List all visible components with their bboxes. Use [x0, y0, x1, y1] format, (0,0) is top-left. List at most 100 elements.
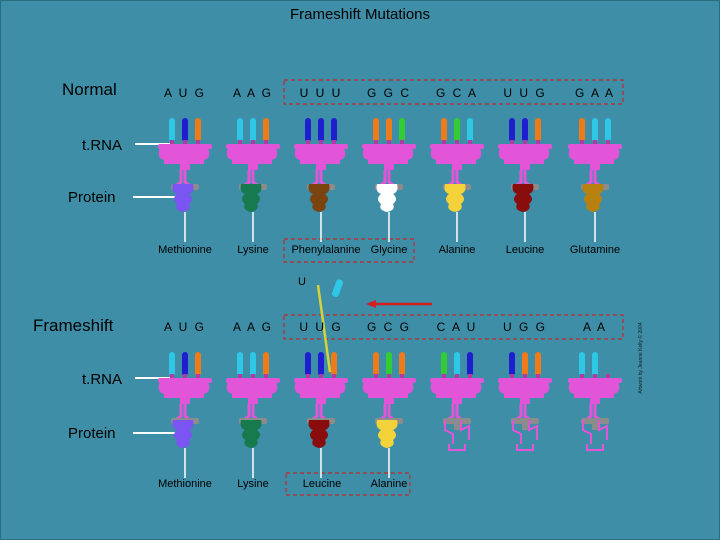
amino-acid-normal-2: [240, 184, 262, 242]
trna-frameshift-2: [226, 352, 280, 430]
trna-frameshift-4-stem: [400, 374, 404, 380]
trna-normal-5-anticodon-base: [454, 118, 460, 142]
trna-frameshift-1-clover: [158, 382, 210, 398]
codon-normal-6: U U G: [503, 86, 547, 100]
empty-trna-arm-5-foot: [448, 444, 466, 451]
trna-frameshift-3-stem: [332, 374, 336, 380]
amino-acid-normal-6: [512, 184, 534, 242]
trna-normal-7-stem: [580, 140, 584, 146]
trna-normal-7-stem: [606, 140, 610, 146]
trna-frameshift-3-stem: [319, 374, 323, 380]
trna-normal-3-anticodon-base: [331, 118, 337, 142]
trna-frameshift-6-anticodon-base: [535, 352, 541, 376]
trna-normal-5-anticodon-base: [467, 118, 473, 142]
amino-acid-label-frameshift-2: Lysine: [237, 478, 269, 490]
changed-protein-box-frameshift: [285, 472, 411, 496]
trna-frameshift-7-stem: [580, 374, 584, 380]
trna-frameshift-2-stem: [238, 374, 242, 380]
trna-frameshift-1-neck: [180, 396, 190, 404]
trna-normal-3-stem: [306, 140, 310, 146]
amino-acid-label-normal-3: Phenylalanine: [291, 244, 361, 256]
trna-frameshift-2-stem: [251, 374, 255, 380]
trna-normal-2-neck: [248, 162, 258, 170]
trna-frameshift-6-ribosome-stub: [522, 424, 528, 430]
trna-frameshift-2-anticodon-base: [237, 352, 243, 376]
codon-normal-7: G A A: [574, 86, 616, 100]
trna-frameshift-6-neck: [520, 396, 530, 404]
trna-frameshift-5-stem: [442, 374, 446, 380]
trna-frameshift-5-anticodon-base: [441, 352, 447, 376]
trna-frameshift-6: [498, 352, 552, 430]
trna-frameshift-7-ribosome-stub: [592, 424, 598, 430]
trna-frameshift-5-anticodon-base: [454, 352, 460, 376]
trna-frameshift-1-stem: [170, 374, 174, 380]
empty-trna-arm-6-foot: [516, 444, 534, 451]
trna-normal-7-clover: [568, 148, 620, 164]
trna-frameshift-6-ribosome-bar: [511, 418, 539, 424]
codon-frameshift-5: C A U: [436, 320, 478, 334]
trna-normal-7-anticodon-base: [605, 118, 611, 142]
trna-frameshift-5-stem: [455, 374, 459, 380]
trna-normal-5-stem: [455, 140, 459, 146]
amino-acid-label-normal-2: Lysine: [237, 244, 269, 256]
trna-normal-2-anticodon-base: [250, 118, 256, 142]
trna-frameshift-2-stem: [264, 374, 268, 380]
amino-acid-label-frameshift-3: Leucine: [302, 478, 342, 490]
empty-trna-arm-7-arm: [582, 420, 608, 444]
trna-frameshift-5-stem: [468, 374, 472, 380]
trna-normal-6-clover: [498, 148, 550, 164]
trna-normal-2-stem: [264, 140, 268, 146]
trna-normal-3-stem: [319, 140, 323, 146]
trna-normal-2-anticodon-base: [263, 118, 269, 142]
trna-normal-4-anticodon-base: [386, 118, 392, 142]
trna-normal-4-clover: [362, 148, 414, 164]
amino-acid-frameshift-3: [308, 420, 330, 478]
trna-frameshift-4-clover: [362, 382, 414, 398]
trna-normal-5-neck: [452, 162, 462, 170]
trna-frameshift-5-ribosome-stub: [454, 424, 460, 430]
trna-normal-5-clover: [430, 148, 482, 164]
codon-frameshift-3: U U G: [299, 320, 343, 334]
insertion-line: [316, 284, 332, 373]
trna-normal-1-clover: [158, 148, 210, 164]
amino-acid-normal-3-shape: [308, 184, 330, 212]
trna-frameshift-1-anticodon-base: [169, 352, 175, 376]
trna-frameshift-2-bar: [226, 378, 280, 383]
trna-normal-5-bar: [430, 144, 484, 149]
amino-acid-normal-4: [376, 184, 398, 242]
trna-frameshift-4-anticodon-base: [399, 352, 405, 376]
trna-normal-1-stem: [196, 140, 200, 146]
trna-frameshift-6-stem: [510, 374, 514, 380]
trna-normal-1-stem: [183, 140, 187, 146]
trna-normal-3-anticodon-base: [305, 118, 311, 142]
trna-frameshift-7-stem: [606, 374, 610, 380]
trna-frameshift-7-ribosome-bar: [581, 418, 609, 424]
trna-frameshift-3-clover: [294, 382, 346, 398]
trna-frameshift-6-anticodon-base: [509, 352, 515, 376]
trna-frameshift-5-anticodon-base: [467, 352, 473, 376]
trna-frameshift-3-bar: [294, 378, 348, 383]
trna-normal-3-bar: [294, 144, 348, 149]
amino-acid-normal-3: [308, 184, 330, 242]
trna-normal-6-stem: [510, 140, 514, 146]
trna-normal-3-neck: [316, 162, 326, 170]
trna-normal-1-bar: [158, 144, 212, 149]
amino-acid-frameshift-1: [172, 420, 194, 478]
trna-normal-6-bar: [498, 144, 552, 149]
trna-normal-1-neck: [180, 162, 190, 170]
codon-frameshift-7: A A: [582, 320, 608, 334]
trna-frameshift-1-stem: [196, 374, 200, 380]
amino-acid-label-normal-5: Alanine: [438, 244, 476, 256]
trna-frameshift-7-stem: [593, 374, 597, 380]
trna-normal-4-stem: [400, 140, 404, 146]
amino-acid-normal-5: [444, 184, 466, 242]
trna-normal-7-anticodon-base: [579, 118, 585, 142]
trna-frameshift-3-stem: [306, 374, 310, 380]
trna-frameshift-2-clover: [226, 382, 278, 398]
trna-frameshift-2-anticodon-base: [250, 352, 256, 376]
codon-frameshift-6: U G G: [502, 320, 547, 334]
trna-frameshift-4-anticodon-base: [373, 352, 379, 376]
trna-frameshift-7-anticodon-base: [592, 352, 598, 376]
